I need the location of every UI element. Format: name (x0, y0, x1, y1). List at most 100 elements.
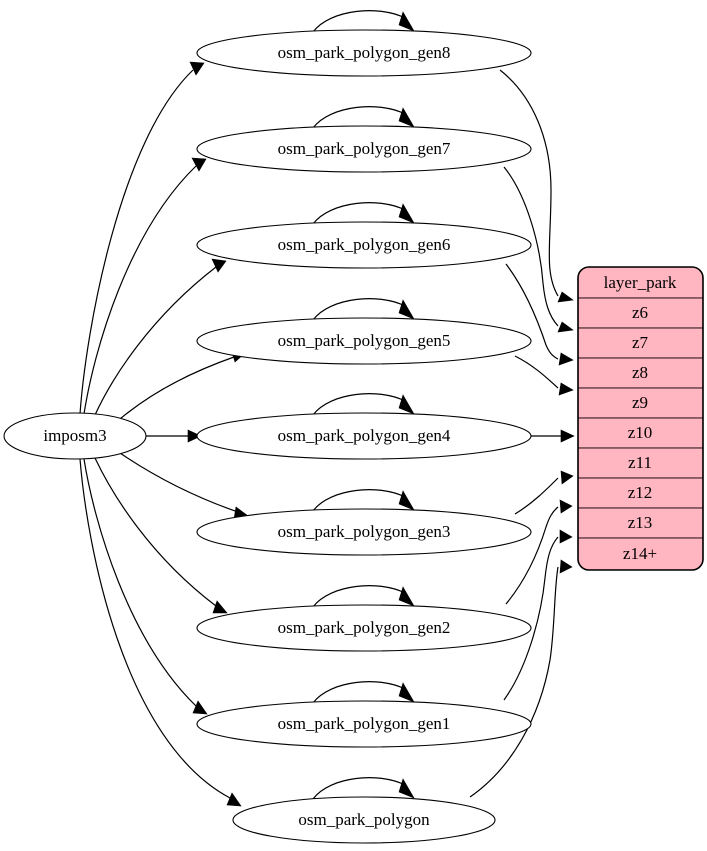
node-osm-park-polygon[interactable]: osm_park_polygon (232, 796, 496, 844)
edges-to-layer-park (469, 69, 575, 798)
edge-gen8-to-z6 (499, 69, 559, 297)
gen3-label: osm_park_polygon_gen3 (278, 522, 451, 541)
gen1-label: osm_park_polygon_gen1 (278, 714, 451, 733)
imposm3-label: imposm3 (43, 426, 106, 445)
table-label-z8: z8 (632, 363, 648, 382)
arrowhead-imposm3-gen8 (189, 61, 205, 76)
arrowhead-gen8-z6 (557, 291, 574, 303)
self-loop-gen2 (312, 585, 406, 608)
self-loop-gen7 (312, 106, 406, 129)
gen6-label: osm_park_polygon_gen6 (278, 235, 451, 254)
arrowhead-self-gen2 (398, 586, 415, 607)
node-osm-park-polygon-gen5[interactable]: osm_park_polygon_gen5 (196, 317, 532, 365)
edge-gen5-to-z9 (514, 355, 559, 389)
self-loop-gen3 (312, 489, 406, 512)
table-row-z7[interactable] (578, 327, 703, 359)
imposm3-ellipse[interactable] (3, 412, 147, 460)
edge-imposm3-to-gen6 (94, 266, 217, 416)
arrowhead-gen5-z9 (558, 382, 574, 396)
gen5-label: osm_park_polygon_gen5 (278, 331, 451, 350)
arrowhead-gen4-z10 (560, 429, 575, 443)
arrowhead-gen7-z7 (557, 321, 574, 333)
table-label-z7: z7 (632, 333, 649, 352)
table-row-z12[interactable] (578, 477, 703, 509)
self-loops (312, 10, 415, 800)
self-loop-gen8 (312, 10, 406, 33)
arrowhead-imposm3-base (226, 792, 242, 807)
arrowhead-self-gen4 (398, 394, 415, 415)
self-loop-gen6 (312, 202, 406, 225)
table-label-z14: z14+ (623, 544, 657, 563)
arrowhead-self-gen5 (398, 299, 415, 320)
gen5-ellipse[interactable] (196, 317, 532, 365)
table-outline (577, 266, 704, 571)
node-osm-park-polygon-gen2[interactable]: osm_park_polygon_gen2 (196, 604, 532, 652)
edge-gen6-to-z8 (505, 263, 559, 360)
gen2-ellipse[interactable] (196, 604, 532, 652)
node-osm-park-polygon-gen4[interactable]: osm_park_polygon_gen4 (196, 412, 532, 460)
arrowhead-self-gen7 (398, 107, 415, 128)
node-osm-park-polygon-gen3[interactable]: osm_park_polygon_gen3 (196, 508, 532, 556)
table-label-z11: z11 (628, 453, 652, 472)
table-row-z13[interactable] (578, 507, 703, 539)
gen1-ellipse[interactable] (196, 700, 532, 748)
edge-imposm3-to-gen5 (119, 356, 235, 420)
edge-base-to-z14 (469, 566, 559, 798)
table-label-z10: z10 (628, 423, 653, 442)
arrowhead-gen1-z13 (559, 529, 573, 544)
arrowhead-gen3-z11 (560, 470, 574, 485)
node-osm-park-polygon-gen7[interactable]: osm_park_polygon_gen7 (196, 125, 532, 173)
edge-gen2-to-z12 (505, 506, 559, 605)
edge-imposm3-to-gen1 (83, 458, 197, 707)
arrowhead-self-gen8 (398, 11, 415, 32)
table-label-z12: z12 (628, 483, 653, 502)
edge-imposm3-to-gen8 (79, 69, 194, 415)
graph-nodes: imposm3 osm_park_polygon_gen8 osm_park_p… (3, 29, 532, 844)
arrowhead-self-gen3 (398, 490, 415, 511)
gen3-ellipse[interactable] (196, 508, 532, 556)
table-label-z13: z13 (628, 513, 653, 532)
arrowhead-gen6-z8 (558, 352, 574, 366)
gen2-label: osm_park_polygon_gen2 (278, 618, 451, 637)
arrowhead-self-gen6 (398, 203, 415, 224)
gen8-ellipse[interactable] (196, 29, 532, 77)
arrowhead-self-gen1 (398, 682, 415, 703)
node-osm-park-polygon-gen6[interactable]: osm_park_polygon_gen6 (196, 221, 532, 269)
edge-imposm3-to-gen3 (119, 452, 239, 513)
base-label: osm_park_polygon (298, 810, 430, 829)
gen7-ellipse[interactable] (196, 125, 532, 173)
table-row-z14[interactable] (578, 537, 703, 570)
edge-gen7-to-z7 (503, 166, 559, 327)
edge-imposm3-to-gen2 (94, 457, 217, 607)
edge-gen1-to-z13 (503, 536, 559, 701)
arrowhead-imposm3-gen7 (191, 157, 207, 172)
gen7-label: osm_park_polygon_gen7 (278, 139, 451, 158)
gen4-label: osm_park_polygon_gen4 (278, 426, 451, 445)
arrowhead-gen2-z12 (559, 499, 573, 514)
arrowhead-self-base (398, 778, 415, 799)
table-label-z6: z6 (632, 303, 648, 322)
gen6-ellipse[interactable] (196, 221, 532, 269)
arrowhead-imposm3-gen6 (211, 258, 227, 273)
table-row-z9[interactable] (578, 387, 703, 419)
gen4-ellipse[interactable] (196, 412, 532, 460)
layer-park-cells (578, 267, 703, 570)
self-loop-gen4 (312, 393, 406, 416)
node-osm-park-polygon-gen1[interactable]: osm_park_polygon_gen1 (196, 700, 532, 748)
node-osm-park-polygon-gen8[interactable]: osm_park_polygon_gen8 (196, 29, 532, 77)
self-loop-gen1 (312, 681, 406, 704)
table-header-label: layer_park (604, 273, 677, 292)
table-label-z9: z9 (632, 393, 648, 412)
self-loop-base (312, 777, 406, 800)
arrowhead-imposm3-gen2 (212, 600, 228, 614)
base-ellipse[interactable] (232, 796, 496, 844)
edge-imposm3-to-gen7 (83, 165, 197, 415)
table-row-z8[interactable] (578, 357, 703, 389)
node-imposm3[interactable]: imposm3 (3, 412, 147, 460)
arrowhead-base-z14 (559, 559, 573, 574)
gen8-label: osm_park_polygon_gen8 (278, 43, 451, 62)
arrowhead-imposm3-gen4 (187, 429, 202, 443)
layer-park-table[interactable]: layer_park z6 z7 z8 z9 z10 z11 z12 z13 z… (577, 266, 704, 571)
